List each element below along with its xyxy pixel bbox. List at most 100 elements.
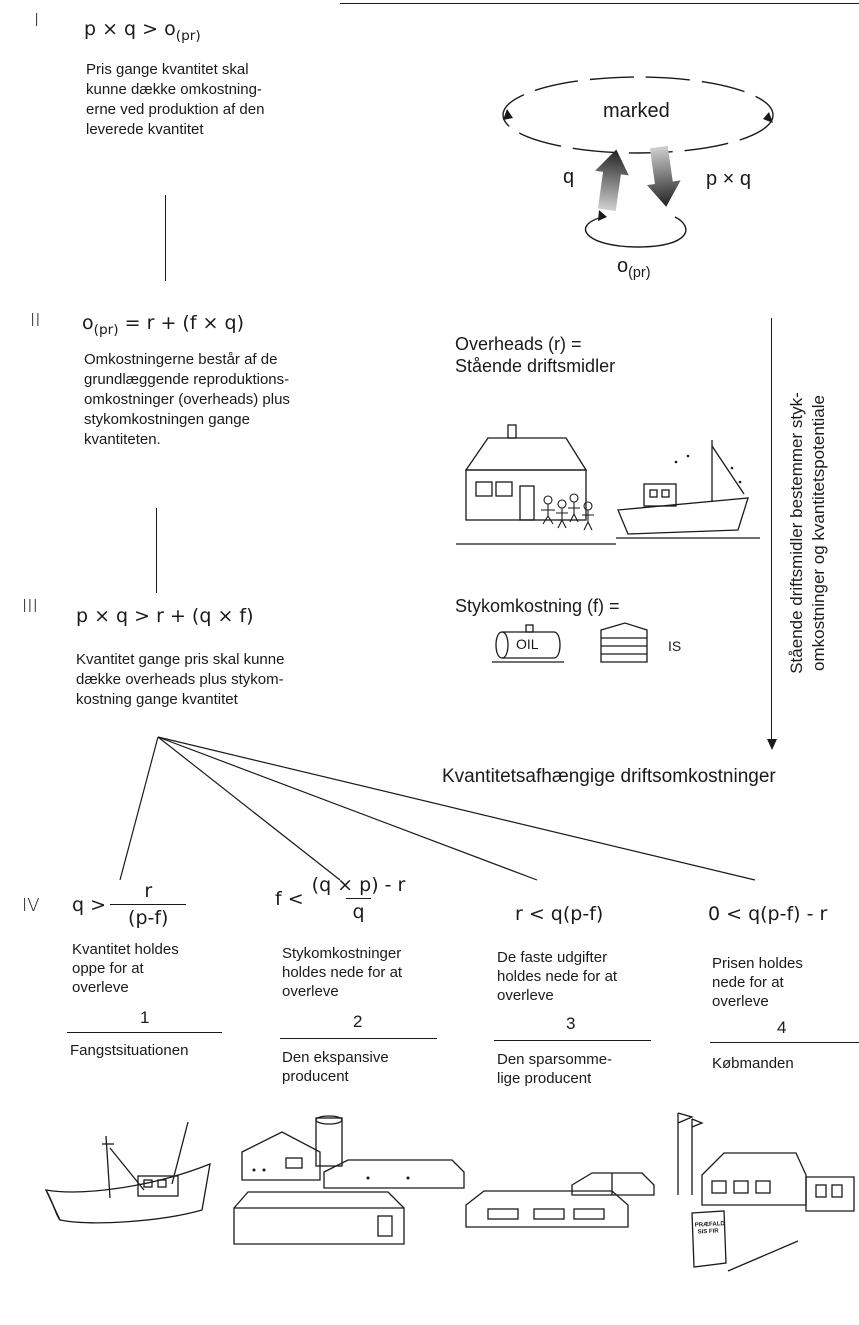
- strategy-2-name: Den ekspansive producent: [282, 1048, 389, 1086]
- oil-label: OIL: [516, 636, 539, 652]
- strategy-2-denominator: q: [346, 898, 371, 923]
- branch-line-4: [157, 736, 756, 881]
- overheads-title-line: Stående driftsmidler: [455, 356, 616, 376]
- description-I-line: leverede kvantitet: [86, 121, 204, 138]
- formula-II-sub: (pr): [93, 321, 119, 338]
- shop-illustration: [677, 1112, 855, 1272]
- numeral-II: II: [30, 310, 41, 331]
- market-pxq-label: p × q: [706, 168, 752, 190]
- market-ellipse: [502, 76, 774, 154]
- strategy-3-description-line: overleve: [497, 987, 554, 1004]
- connector-II-III: [156, 508, 157, 593]
- people-drawing: [541, 493, 594, 531]
- strategy-2-description: Stykomkostninger holdes nede for at over…: [282, 944, 402, 1001]
- description-III: Kvantitet gange pris skal kunne dække ov…: [76, 650, 396, 710]
- description-I-line: Pris gange kvantitet skal: [86, 61, 249, 78]
- strategy-1-name-line: Fangstsituationen: [70, 1042, 189, 1059]
- strategy-4-description-line: overleve: [712, 993, 769, 1010]
- market-o-main: o: [617, 255, 629, 277]
- strategy-4-name-line: Købmanden: [712, 1055, 794, 1072]
- formula-I-sub: (pr): [175, 27, 201, 44]
- factory-illustration: [233, 1115, 465, 1245]
- strategy-2-numerator: (q × p) - r: [311, 874, 406, 896]
- description-II-line: omkostninger (overheads) plus: [84, 391, 290, 408]
- formula-III: p × q > r + (q × f): [76, 605, 254, 627]
- strategy-1-number: 1: [140, 1008, 150, 1027]
- strategy-3-description-line: holdes nede for at: [497, 968, 618, 985]
- strategy-1-name: Fangstsituationen: [70, 1041, 188, 1060]
- overheads-title: Overheads (r) = Stående driftsmidler: [455, 333, 615, 377]
- house-drawing: [464, 424, 588, 521]
- strategy-2-description-line: overleve: [282, 983, 339, 1000]
- strategy-4-underline: [710, 1042, 859, 1043]
- strategy-1-description-line: Kvantitet holdes: [72, 941, 179, 958]
- strategy-2-number: 2: [353, 1012, 363, 1031]
- ellipse-arrowhead-left: [503, 109, 513, 120]
- strategy-1-formula: q > r (p-f): [72, 880, 187, 929]
- strategy-2-name-line: producent: [282, 1068, 349, 1085]
- strategy-3-formula: r < q(p-f): [515, 903, 604, 925]
- formula-II-post: = r + (f × q): [118, 312, 244, 334]
- strategy-2-formula-left: f <: [275, 887, 304, 910]
- strategy-1-description-line: overleve: [72, 979, 129, 996]
- strategy-4-formula: 0 < q(p-f) - r: [708, 903, 828, 925]
- numeral-III: III: [22, 596, 38, 617]
- fishing-boat-illustration: [44, 1121, 211, 1224]
- lower-loop: [584, 216, 687, 248]
- numeral-I: I: [34, 10, 40, 31]
- strategy-4-description-line: nede for at: [712, 974, 784, 991]
- description-III-line: kostning gange kvantitet: [76, 691, 238, 708]
- market-cycle-diagram: [502, 76, 774, 248]
- description-III-line: Kvantitet gange pris skal kunne: [76, 651, 285, 668]
- strategy-1-fraction: r (p-f): [110, 880, 187, 929]
- top-border: [340, 3, 859, 4]
- strategy-3-number: 3: [566, 1014, 576, 1033]
- description-II-line: kvantiteten.: [84, 431, 161, 448]
- market-label: marked: [603, 100, 670, 122]
- strategy-3-name: Den sparsomme- lige producent: [497, 1050, 612, 1088]
- strategy-4-description-line: Prisen holdes: [712, 955, 803, 972]
- market-o-sub: (pr): [628, 265, 651, 282]
- numeral-IV: IV: [22, 895, 40, 916]
- description-I: Pris gange kvantitet skal kunne dække om…: [86, 60, 366, 140]
- bottom-caption: Kvantitetsafhængige driftsomkostninger: [442, 766, 776, 787]
- connector-I-II: [165, 195, 166, 281]
- branch-line-1: [119, 736, 159, 881]
- ice-box-icon: [600, 622, 648, 663]
- strategy-3-description-line: De faste udgifter: [497, 949, 608, 966]
- strategy-4-description: Prisen holdes nede for at overleve: [712, 954, 803, 1011]
- ice-label: IS: [668, 638, 682, 654]
- strategy-1-description-line: oppe for at: [72, 960, 144, 977]
- description-II-line: Omkostningerne består af de: [84, 351, 278, 368]
- description-III-line: dække overheads plus stykom-: [76, 671, 284, 688]
- boat-drawing: [617, 440, 749, 535]
- description-I-line: kunne dække omkostning-: [86, 81, 262, 98]
- low-building-illustration: [465, 1172, 655, 1228]
- q-arrow: [595, 149, 629, 211]
- strategy-4-number: 4: [777, 1018, 787, 1037]
- description-II-line: stykomkostningen gange: [84, 411, 250, 428]
- boat-dots: [674, 454, 742, 484]
- strategy-2-formula: f < (q × p) - r q: [275, 874, 409, 923]
- strategy-2-name-line: Den ekspansive: [282, 1049, 389, 1066]
- stykomkostning-title: Stykomkostning (f) =: [455, 596, 620, 616]
- side-arrow-shaft: [771, 318, 772, 742]
- strategy-1-denominator: (p-f): [110, 904, 187, 929]
- overheads-title-line: Overheads (r) =: [455, 334, 582, 354]
- formula-II-pre: o: [82, 312, 94, 334]
- side-arrow-head: [767, 739, 777, 750]
- strategy-2-description-line: holdes nede for at: [282, 964, 403, 981]
- branch-line-3: [157, 736, 538, 881]
- strategy-1-underline: [67, 1032, 222, 1033]
- strategy-3-name-line: lige producent: [497, 1070, 592, 1087]
- shop-sign: PRÆFALD SIS FIR: [694, 1221, 725, 1236]
- description-I-line: erne ved produktion af den: [86, 101, 265, 118]
- formula-I-main: p × q > o: [84, 18, 176, 40]
- strategy-2-description-line: Stykomkostninger: [282, 945, 402, 962]
- lower-loop-arrowhead: [598, 210, 607, 221]
- description-II-line: grundlæggende reproduktions-: [84, 371, 290, 388]
- strategy-2-fraction: (q × p) - r q: [308, 874, 410, 923]
- strategy-1-formula-left: q >: [72, 893, 107, 916]
- market-q-label: q: [563, 166, 575, 188]
